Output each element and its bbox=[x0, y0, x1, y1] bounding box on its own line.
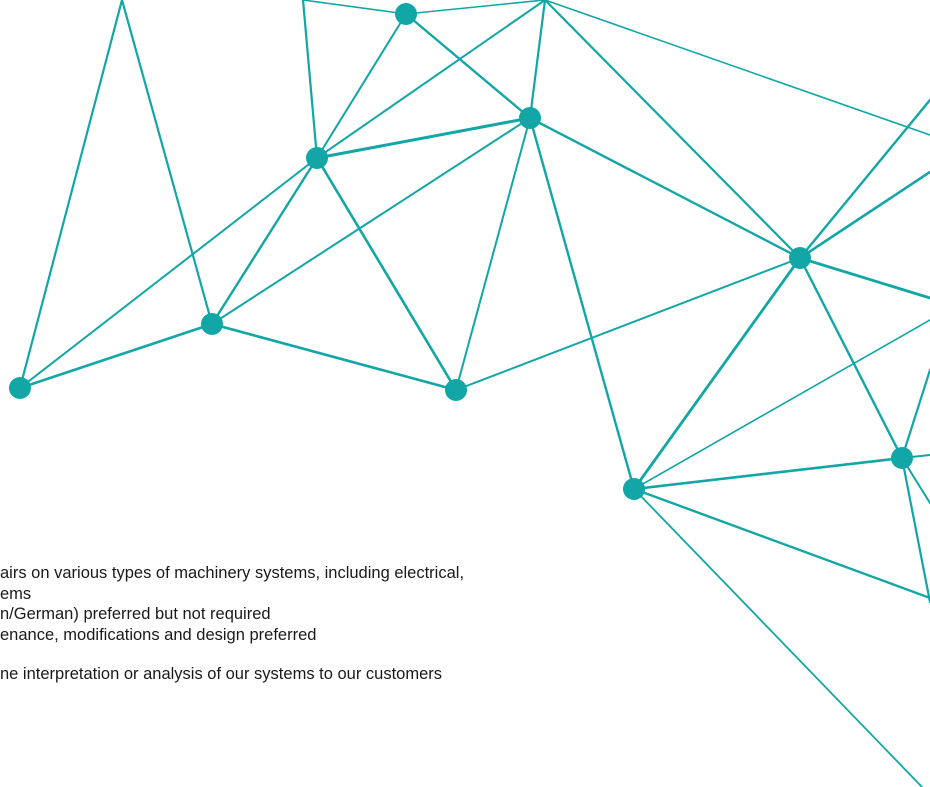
text-line: airs on various types of machinery syste… bbox=[0, 564, 465, 582]
network-edge bbox=[798, 256, 904, 460]
network-edge bbox=[210, 322, 458, 392]
network-edge bbox=[900, 456, 930, 604]
network-edge bbox=[798, 256, 930, 300]
network-node bbox=[623, 478, 645, 500]
network-node bbox=[519, 107, 541, 129]
network-edge bbox=[405, 0, 546, 15]
network-edge bbox=[316, 13, 407, 159]
network-edge bbox=[633, 319, 930, 490]
network-edge bbox=[404, 12, 532, 120]
network-node bbox=[395, 3, 417, 25]
network-edge bbox=[210, 156, 319, 326]
network-edge bbox=[455, 257, 801, 391]
text-spacer bbox=[0, 645, 740, 664]
network-edge bbox=[632, 256, 802, 491]
network-node bbox=[891, 447, 913, 469]
network-node bbox=[201, 313, 223, 335]
network-edge bbox=[632, 456, 904, 491]
network-edge bbox=[798, 98, 930, 260]
network-edge bbox=[633, 488, 923, 787]
network-node bbox=[306, 147, 328, 169]
network-edge bbox=[798, 170, 930, 260]
text-line: ems bbox=[0, 584, 32, 603]
text-line: n/German) preferred but not required bbox=[0, 605, 271, 623]
network-edge bbox=[120, 0, 214, 326]
network-edge bbox=[301, 0, 319, 160]
network-edge bbox=[18, 322, 214, 390]
network-edge bbox=[19, 157, 318, 389]
network-edge bbox=[543, 0, 802, 260]
network-node bbox=[445, 379, 467, 401]
network-edge bbox=[302, 0, 407, 15]
network-edge bbox=[900, 368, 930, 460]
network-node bbox=[9, 377, 31, 399]
network-edge bbox=[316, 0, 546, 159]
network-lines bbox=[18, 0, 930, 787]
network-edge bbox=[528, 116, 802, 260]
network-edge bbox=[315, 116, 532, 160]
network-edge bbox=[455, 117, 531, 391]
network-nodes bbox=[9, 3, 913, 500]
network-edge bbox=[315, 156, 458, 392]
network-node bbox=[789, 247, 811, 269]
network-edge bbox=[528, 116, 636, 491]
text-line: ne interpretation or analysis of our sys… bbox=[0, 665, 443, 683]
network-edge bbox=[211, 117, 531, 325]
text-line: enance, modifications and design preferr… bbox=[0, 625, 317, 644]
network-edge bbox=[528, 0, 547, 120]
network-edge bbox=[18, 0, 124, 390]
network-edge bbox=[544, 0, 930, 136]
network-edge bbox=[632, 487, 930, 600]
requirements-text: airs on various types of machinery syste… bbox=[0, 563, 740, 685]
